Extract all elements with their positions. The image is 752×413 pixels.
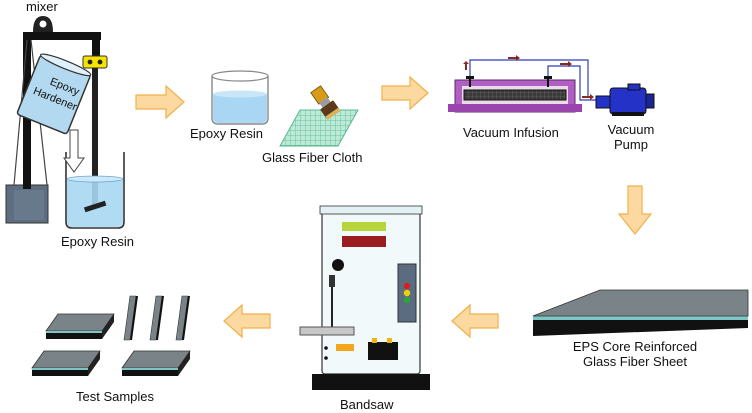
arrow-down (617, 185, 653, 235)
brush-icon (310, 85, 341, 121)
epoxy-resin-beaker-label: Epoxy Resin (61, 234, 134, 249)
bandsaw-base (312, 374, 430, 390)
eps-sheet-label-line2: Glass Fiber Sheet (582, 354, 688, 369)
resin-cloth-station (211, 70, 359, 147)
mixer-shaft (92, 68, 98, 208)
infusion-laminate (463, 89, 567, 101)
resin-beaker (211, 76, 269, 125)
vacuum-infusion-label: Vacuum Infusion (463, 125, 559, 140)
hardener-cup (16, 53, 92, 135)
resin-inlet-tube (469, 59, 589, 96)
vacuum-pump (595, 83, 655, 116)
bandsaw-motor (368, 342, 398, 360)
vacuum-pump-label: Vacuum Pump (603, 122, 659, 152)
flow-arrows (135, 75, 653, 339)
glass-fiber-cloth-label: Glass Fiber Cloth (262, 150, 363, 165)
pour-arrow (63, 129, 85, 173)
bandsaw-light-green (403, 296, 411, 304)
test-samples-label: Test Samples (76, 389, 155, 404)
vacuum-pump-label-line2: Pump (614, 137, 648, 152)
glass-fiber-cloth (279, 109, 359, 147)
bandsaw-panel-lime (342, 222, 386, 231)
mixer-stand-arm (23, 32, 101, 40)
bandsaw-light-red (403, 282, 411, 290)
arrow-left-2 (223, 303, 271, 339)
bandsaw-label: Bandsaw (340, 397, 394, 412)
bandsaw-table (299, 326, 355, 336)
epoxy-resin-step-label: Epoxy Resin (190, 126, 263, 141)
arrow-right-1 (135, 84, 185, 120)
eps-sheet (532, 289, 749, 336)
vacuum-infusion-station (448, 55, 655, 116)
bandsaw-panel-maroon (342, 236, 386, 247)
mixer-clamp (82, 55, 108, 69)
mixer-label: mixer (26, 0, 58, 14)
mixer-station: Epoxy Hardener (5, 16, 125, 229)
bandsaw-light-yellow (403, 289, 411, 297)
eps-sheet-label: EPS Core Reinforced Glass Fiber Sheet (530, 339, 740, 369)
vacuum-pump-label-line1: Vacuum (607, 122, 655, 137)
arrow-right-2 (381, 75, 429, 111)
bandsaw-machine (299, 205, 430, 390)
arrow-left-1 (451, 303, 499, 339)
eps-sheet-label-line1: EPS Core Reinforced (572, 339, 698, 354)
test-samples (31, 295, 191, 376)
mixing-beaker (65, 152, 125, 229)
